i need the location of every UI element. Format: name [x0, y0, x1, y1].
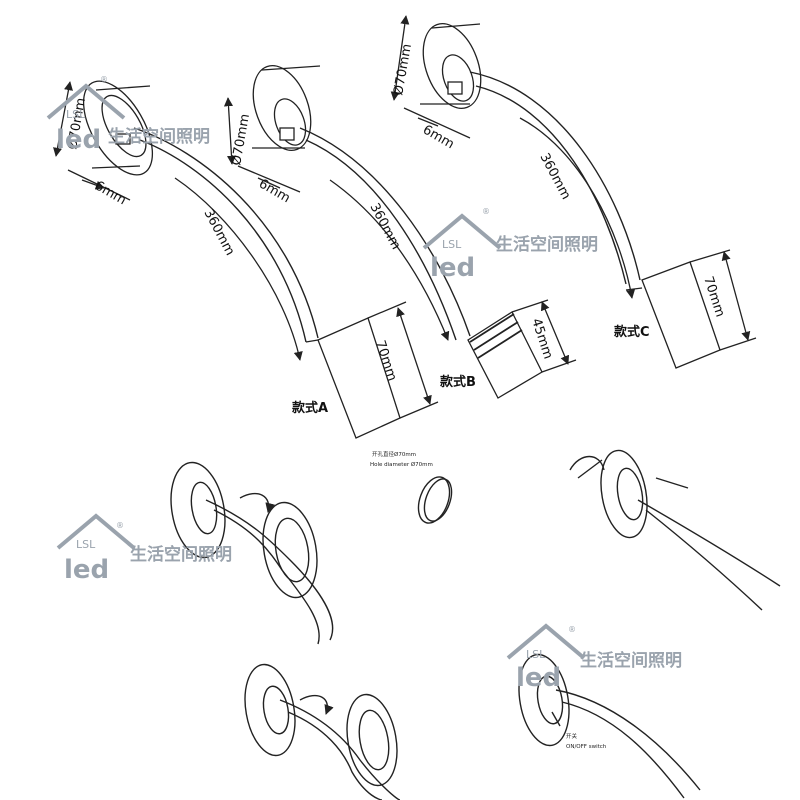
- install-step-1: [170, 461, 334, 645]
- svg-text:生活空间照明: 生活空间照明: [496, 234, 598, 255]
- svg-text:LSL: LSL: [76, 538, 96, 551]
- watermark-4: LSL led 生活空间照明 ®: [506, 623, 682, 693]
- lamp-style-c: [390, 15, 757, 369]
- switch-note-cn: 开关: [566, 732, 578, 740]
- install-step-2: [569, 449, 781, 611]
- dim-c-depth: 6mm: [420, 122, 457, 152]
- svg-text:LSL: LSL: [526, 648, 546, 661]
- svg-text:®: ®: [482, 207, 490, 216]
- style-label-a: 款式A: [292, 400, 328, 416]
- svg-text:®: ®: [568, 625, 576, 634]
- svg-text:led: led: [64, 555, 109, 585]
- watermark-1: LSL led 生活空间照明 ®: [46, 75, 210, 155]
- dim-b-diameter: Ø70mm: [229, 113, 253, 167]
- install-step-3: [244, 663, 401, 800]
- style-label-b: 款式B: [440, 374, 476, 390]
- dim-c-arm: 360mm: [536, 151, 573, 202]
- hole-note-en: Hole diameter Ø70mm: [370, 461, 433, 468]
- switch-note-en: ON/OFF switch: [566, 744, 607, 750]
- svg-text:®: ®: [100, 75, 108, 84]
- lamp-style-a: [53, 80, 439, 439]
- style-label-c: 款式C: [614, 324, 650, 340]
- svg-text:生活空间照明: 生活空间照明: [130, 544, 232, 565]
- dim-a-arm: 360mm: [200, 207, 237, 258]
- watermark-2: LSL led 生活空间照明 ®: [422, 207, 598, 283]
- dim-a-depth: 6mm: [92, 178, 129, 208]
- svg-text:LSL: LSL: [442, 238, 462, 251]
- dim-c-diameter: Ø70mm: [391, 43, 415, 97]
- svg-text:led: led: [56, 125, 101, 155]
- hole-cutout: [417, 476, 453, 524]
- svg-text:led: led: [516, 663, 561, 693]
- svg-text:生活空间照明: 生活空间照明: [108, 126, 210, 147]
- svg-text:®: ®: [116, 521, 124, 530]
- install-step-4: [518, 653, 701, 799]
- svg-text:LSL: LSL: [66, 108, 86, 121]
- svg-text:生活空间照明: 生活空间照明: [580, 650, 682, 671]
- hole-note-cn: 开孔直径Ø70mm: [372, 450, 416, 458]
- lamp-style-b: [223, 65, 577, 399]
- watermark-3: LSL led 生活空间照明 ®: [56, 513, 232, 585]
- dim-b-arm: 360mm: [366, 201, 403, 252]
- svg-text:led: led: [430, 253, 475, 283]
